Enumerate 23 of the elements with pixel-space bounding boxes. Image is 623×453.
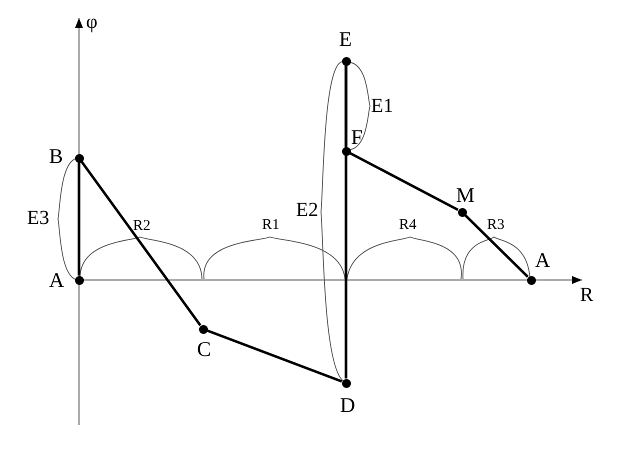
- connector-line: [78, 162, 80, 276]
- connector-line: [80, 160, 202, 326]
- point-label: A: [535, 250, 550, 271]
- dimension-label: E1: [371, 96, 394, 116]
- connector-line: [464, 214, 529, 278]
- point-label: C: [197, 339, 212, 360]
- axis-label: φ: [86, 12, 98, 32]
- point-label: M: [456, 185, 475, 206]
- point-label: D: [340, 395, 356, 416]
- dimension-label: R3: [487, 218, 505, 233]
- dimension-label: E3: [27, 208, 50, 228]
- dimension-label: E2: [296, 200, 318, 220]
- dimension-label: R4: [399, 218, 417, 233]
- point-label: E: [339, 29, 352, 50]
- dimension-label: R1: [262, 218, 280, 233]
- connector-line: [206, 329, 342, 383]
- point-label: F: [351, 127, 363, 148]
- point-label: A: [49, 270, 64, 291]
- dimension-label: R2: [133, 219, 151, 234]
- connector-line: [344, 66, 348, 146]
- connector-line: [349, 152, 459, 212]
- axis-label: R: [580, 285, 594, 305]
- point-label: B: [49, 146, 64, 167]
